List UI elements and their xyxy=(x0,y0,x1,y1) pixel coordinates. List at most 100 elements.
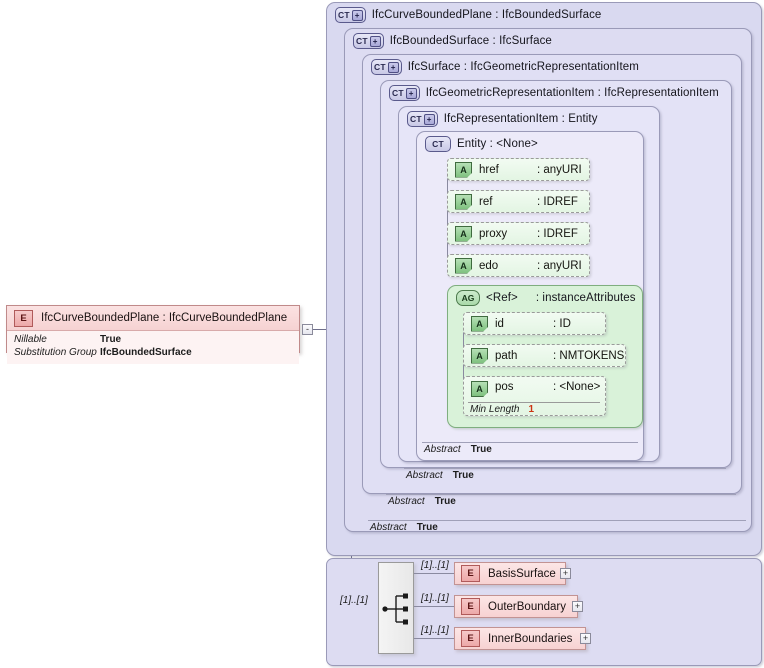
attribute-icon: A xyxy=(455,161,472,178)
child-cardinality-basissurface: [1]..[1] xyxy=(421,560,449,571)
facet-min-length: Min Length 1 xyxy=(470,404,534,415)
expand-button-basissurface[interactable]: + xyxy=(560,568,571,579)
attribute-name: edo xyxy=(479,259,499,272)
abstract-separator-3 xyxy=(386,494,736,495)
attribute-icon: A xyxy=(455,257,472,274)
complextype-title: IfcSurface : IfcGeometricRepresentationI… xyxy=(407,61,639,73)
abstract-value: True xyxy=(452,470,474,481)
attribute-group-icon[interactable]: AG xyxy=(456,290,480,306)
attribute-name: ref xyxy=(479,195,493,208)
attribute-icon: A xyxy=(471,347,488,364)
element-icon: E xyxy=(461,630,480,647)
attribute-group-header[interactable]: AG <Ref> : instanceAttributes xyxy=(456,290,636,306)
facet-label: Min Length xyxy=(470,404,520,415)
attribute-type: : IDREF xyxy=(537,227,578,240)
element-box-header[interactable]: E IfcCurveBoundedPlane : IfcCurveBounded… xyxy=(7,306,299,331)
attribute-name: path xyxy=(495,349,518,362)
complextype-title: IfcBoundedSurface : IfcSurface xyxy=(389,35,552,47)
property-row-substitution-group: Substitution Group IfcBoundedSurface xyxy=(14,347,299,360)
abstract-value: True xyxy=(470,444,492,455)
abstract-separator-4 xyxy=(368,520,746,521)
complextype-expand-icon[interactable]: CT+ xyxy=(389,85,420,101)
attribute-row-id[interactable]: A id : ID xyxy=(463,312,606,335)
abstract-separator-entity xyxy=(422,442,638,443)
attribute-type: : anyURI xyxy=(537,163,582,176)
connector-seq-to-child-3 xyxy=(414,638,454,639)
property-name: Substitution Group xyxy=(14,347,97,358)
expand-button-innerboundaries[interactable]: + xyxy=(580,633,591,644)
facet-value: 1 xyxy=(528,404,535,415)
attribute-icon: A xyxy=(471,381,488,397)
attribute-icon: A xyxy=(471,315,488,332)
abstract-separator-2 xyxy=(404,468,726,469)
complextype-expand-icon[interactable]: CT+ xyxy=(335,7,366,23)
abstract-row-ifcrepresentationitem: Abstract True xyxy=(424,444,492,455)
complextype-header-entity[interactable]: CT Entity : <None> xyxy=(425,136,538,152)
sequence-compositor-box[interactable] xyxy=(378,562,414,654)
connector-seq-to-child-2 xyxy=(414,606,454,607)
child-element-label: OuterBoundary xyxy=(488,600,566,613)
attribute-type: : <None> xyxy=(553,381,601,393)
complextype-header-ifcboundedsurface[interactable]: CT+ IfcBoundedSurface : IfcSurface xyxy=(353,33,552,49)
attribute-row-ref[interactable]: A ref : IDREF xyxy=(447,190,590,213)
attribute-group-name: <Ref> xyxy=(486,292,518,304)
element-box-ifccurveboundedplane[interactable]: E IfcCurveBoundedPlane : IfcCurveBounded… xyxy=(6,305,300,364)
attribute-type: : ID xyxy=(553,317,571,330)
attribute-row-proxy[interactable]: A proxy : IDREF xyxy=(447,222,590,245)
attribute-row-path[interactable]: A path : NMTOKENS xyxy=(463,344,626,367)
property-value: True xyxy=(100,334,122,345)
element-icon: E xyxy=(14,309,33,327)
property-row-nillable: Nillable True xyxy=(14,334,299,347)
complextype-expand-icon[interactable]: CT+ xyxy=(407,111,438,127)
child-element-basissurface[interactable]: E BasisSurface xyxy=(454,562,566,585)
attribute-type: : IDREF xyxy=(537,195,578,208)
complextype-icon[interactable]: CT xyxy=(425,136,451,152)
element-title: IfcCurveBoundedPlane : IfcCurveBoundedPl… xyxy=(41,312,288,324)
complextype-header-ifcsurface[interactable]: CT+ IfcSurface : IfcGeometricRepresentat… xyxy=(371,59,639,75)
complextype-title: IfcRepresentationItem : Entity xyxy=(443,113,598,125)
abstract-label: Abstract xyxy=(370,522,407,533)
sequence-compositor-icon xyxy=(382,593,408,625)
child-cardinality-outerboundary: [1]..[1] xyxy=(421,593,449,604)
abstract-label: Abstract xyxy=(388,496,425,507)
attribute-row-href[interactable]: A href : anyURI xyxy=(447,158,590,181)
complextype-title: Entity : <None> xyxy=(457,138,538,150)
complextype-header-ifccurveboundedplane[interactable]: CT+ IfcCurveBoundedPlane : IfcBoundedSur… xyxy=(335,7,601,23)
abstract-value: True xyxy=(416,522,438,533)
child-cardinality-innerboundaries: [1]..[1] xyxy=(421,625,449,636)
child-element-innerboundaries[interactable]: E InnerBoundaries xyxy=(454,627,586,650)
child-element-label: InnerBoundaries xyxy=(488,632,573,645)
complextype-header-ifcrepresentationitem[interactable]: CT+ IfcRepresentationItem : Entity xyxy=(407,111,598,127)
abstract-row-ifcgeometricrepresentationitem: Abstract True xyxy=(406,470,474,481)
element-icon: E xyxy=(461,598,480,615)
attribute-type: : anyURI xyxy=(537,259,582,272)
attribute-row-edo[interactable]: A edo : anyURI xyxy=(447,254,590,277)
child-element-outerboundary[interactable]: E OuterBoundary xyxy=(454,595,578,618)
attribute-group-type: : instanceAttributes xyxy=(535,292,636,304)
element-icon: E xyxy=(461,565,480,582)
collapse-button-root-element[interactable]: - xyxy=(302,324,313,335)
child-element-label: BasisSurface xyxy=(488,567,556,580)
abstract-row-ifcboundedsurface: Abstract True xyxy=(370,522,438,533)
attribute-icon: A xyxy=(455,225,472,242)
abstract-value: True xyxy=(434,496,456,507)
attr-connector-vertical xyxy=(447,169,448,265)
abstract-label: Abstract xyxy=(406,470,443,481)
abstract-label: Abstract xyxy=(424,444,461,455)
complextype-header-ifcgeometricrepresentationitem[interactable]: CT+ IfcGeometricRepresentationItem : Ifc… xyxy=(389,85,719,101)
sequence-cardinality: [1]..[1] xyxy=(340,595,368,606)
expand-button-outerboundary[interactable]: + xyxy=(572,601,583,612)
attribute-row-pos[interactable]: A pos : <None> xyxy=(463,376,606,416)
element-properties: Nillable True Substitution Group IfcBoun… xyxy=(7,331,299,364)
complextype-expand-icon[interactable]: CT+ xyxy=(353,33,384,49)
attribute-name: href xyxy=(479,163,499,176)
attribute-icon: A xyxy=(455,193,472,210)
connector-seq-to-child-1 xyxy=(414,573,454,574)
property-value: IfcBoundedSurface xyxy=(100,347,192,358)
property-name: Nillable xyxy=(14,334,47,345)
attribute-type: : NMTOKENS xyxy=(553,349,625,362)
abstract-row-ifcsurface: Abstract True xyxy=(388,496,456,507)
attribute-name: pos xyxy=(495,381,514,393)
complextype-title: IfcCurveBoundedPlane : IfcBoundedSurface xyxy=(371,9,602,21)
complextype-expand-icon[interactable]: CT+ xyxy=(371,59,402,75)
